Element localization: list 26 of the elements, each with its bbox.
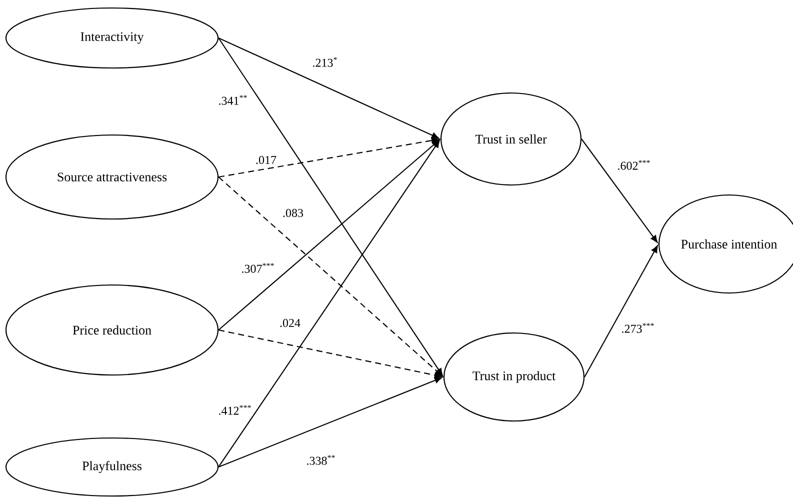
- arrow: [581, 138, 658, 243]
- arrow: [218, 140, 440, 330]
- edge-label: .273$^{***}$: [620, 322, 656, 334]
- edge-label: .412$^{***}$: [217, 404, 253, 416]
- edge-label: .213$^{*}$: [311, 56, 339, 68]
- ellipse-node: Source attractiveness: [5, 134, 219, 220]
- arrow: [218, 38, 439, 139]
- ellipse-node: Interactivity: [5, 7, 219, 69]
- ellipse-node: Trust in product: [443, 332, 585, 422]
- edge-label: .307$^{***}$: [240, 262, 276, 274]
- ellipse-node: Playfulness: [5, 437, 219, 497]
- arrow: [218, 140, 440, 468]
- edge-label: .024: [278, 318, 302, 328]
- arrow: [218, 176, 442, 376]
- edge-label: .017: [254, 154, 278, 166]
- arrow: [218, 377, 442, 468]
- arrow: [218, 329, 442, 378]
- edge-label: .602$^{***}$: [616, 159, 652, 171]
- arrow: [218, 137, 439, 178]
- edge-label: .083: [282, 208, 304, 218]
- ellipse-node: Trust in seller: [440, 92, 582, 186]
- ellipse-node: Price reduction: [5, 284, 219, 376]
- edge-label: .338$^{**}$: [305, 454, 337, 466]
- arrow: [218, 38, 443, 376]
- edge-label: .341$^{**}$: [217, 94, 249, 106]
- arrow: [584, 245, 658, 378]
